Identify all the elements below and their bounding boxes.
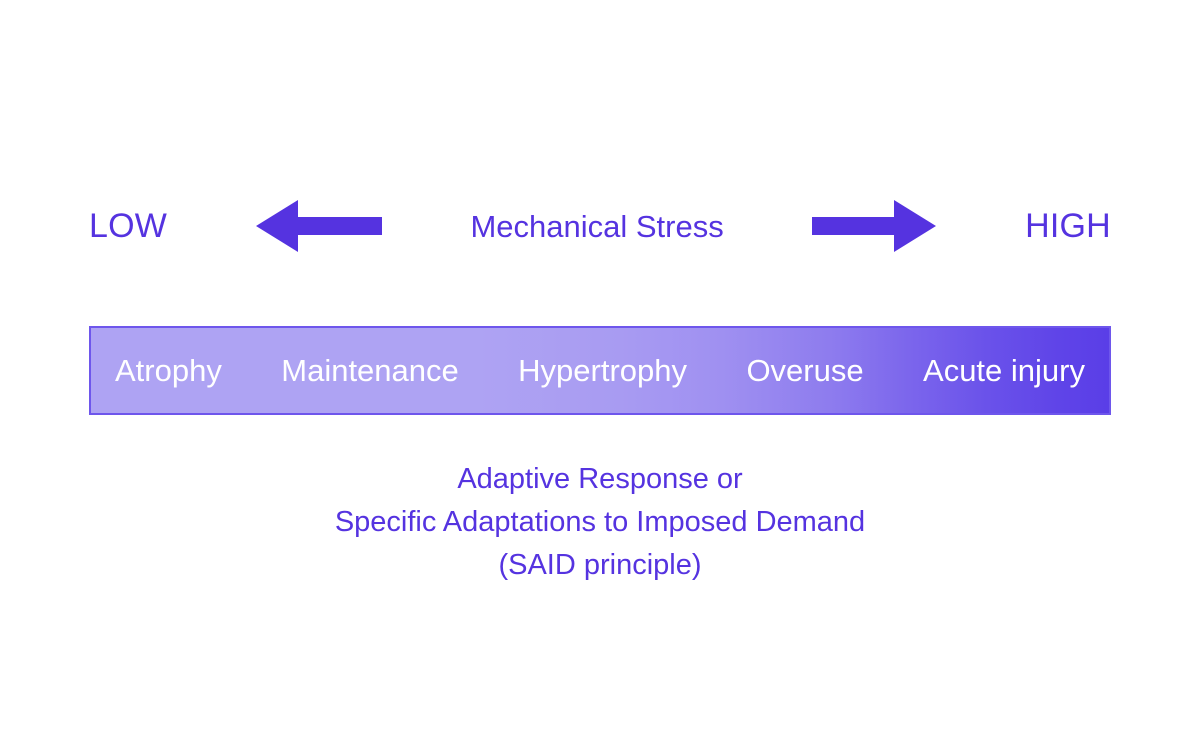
stage-label-atrophy: Atrophy — [115, 353, 222, 388]
scale-high-label: HIGH — [1025, 207, 1111, 245]
adaptation-continuum-bar: Atrophy Maintenance Hypertrophy Overuse … — [89, 326, 1111, 415]
stage-label-maintenance: Maintenance — [281, 353, 459, 388]
scale-center-label: Mechanical Stress — [470, 208, 724, 244]
stage-label-hypertrophy: Hypertrophy — [518, 353, 688, 388]
arrow-right-icon — [812, 200, 937, 252]
mechanical-stress-scale: LOW Mechanical Stress HIGH — [89, 196, 1111, 256]
stage-label-acute-injury: Acute injury — [923, 353, 1085, 388]
stage-label-overuse: Overuse — [746, 353, 864, 388]
caption-line-2: Specific Adaptations to Imposed Demand — [334, 506, 866, 538]
arrow-left-icon — [255, 200, 382, 252]
caption-line-1: Adaptive Response or — [457, 463, 743, 495]
diagram-caption: Adaptive Response or Specific Adaptation… — [0, 458, 1200, 587]
caption-line-3: (SAID principle) — [498, 549, 702, 581]
scale-low-label: LOW — [89, 207, 168, 245]
